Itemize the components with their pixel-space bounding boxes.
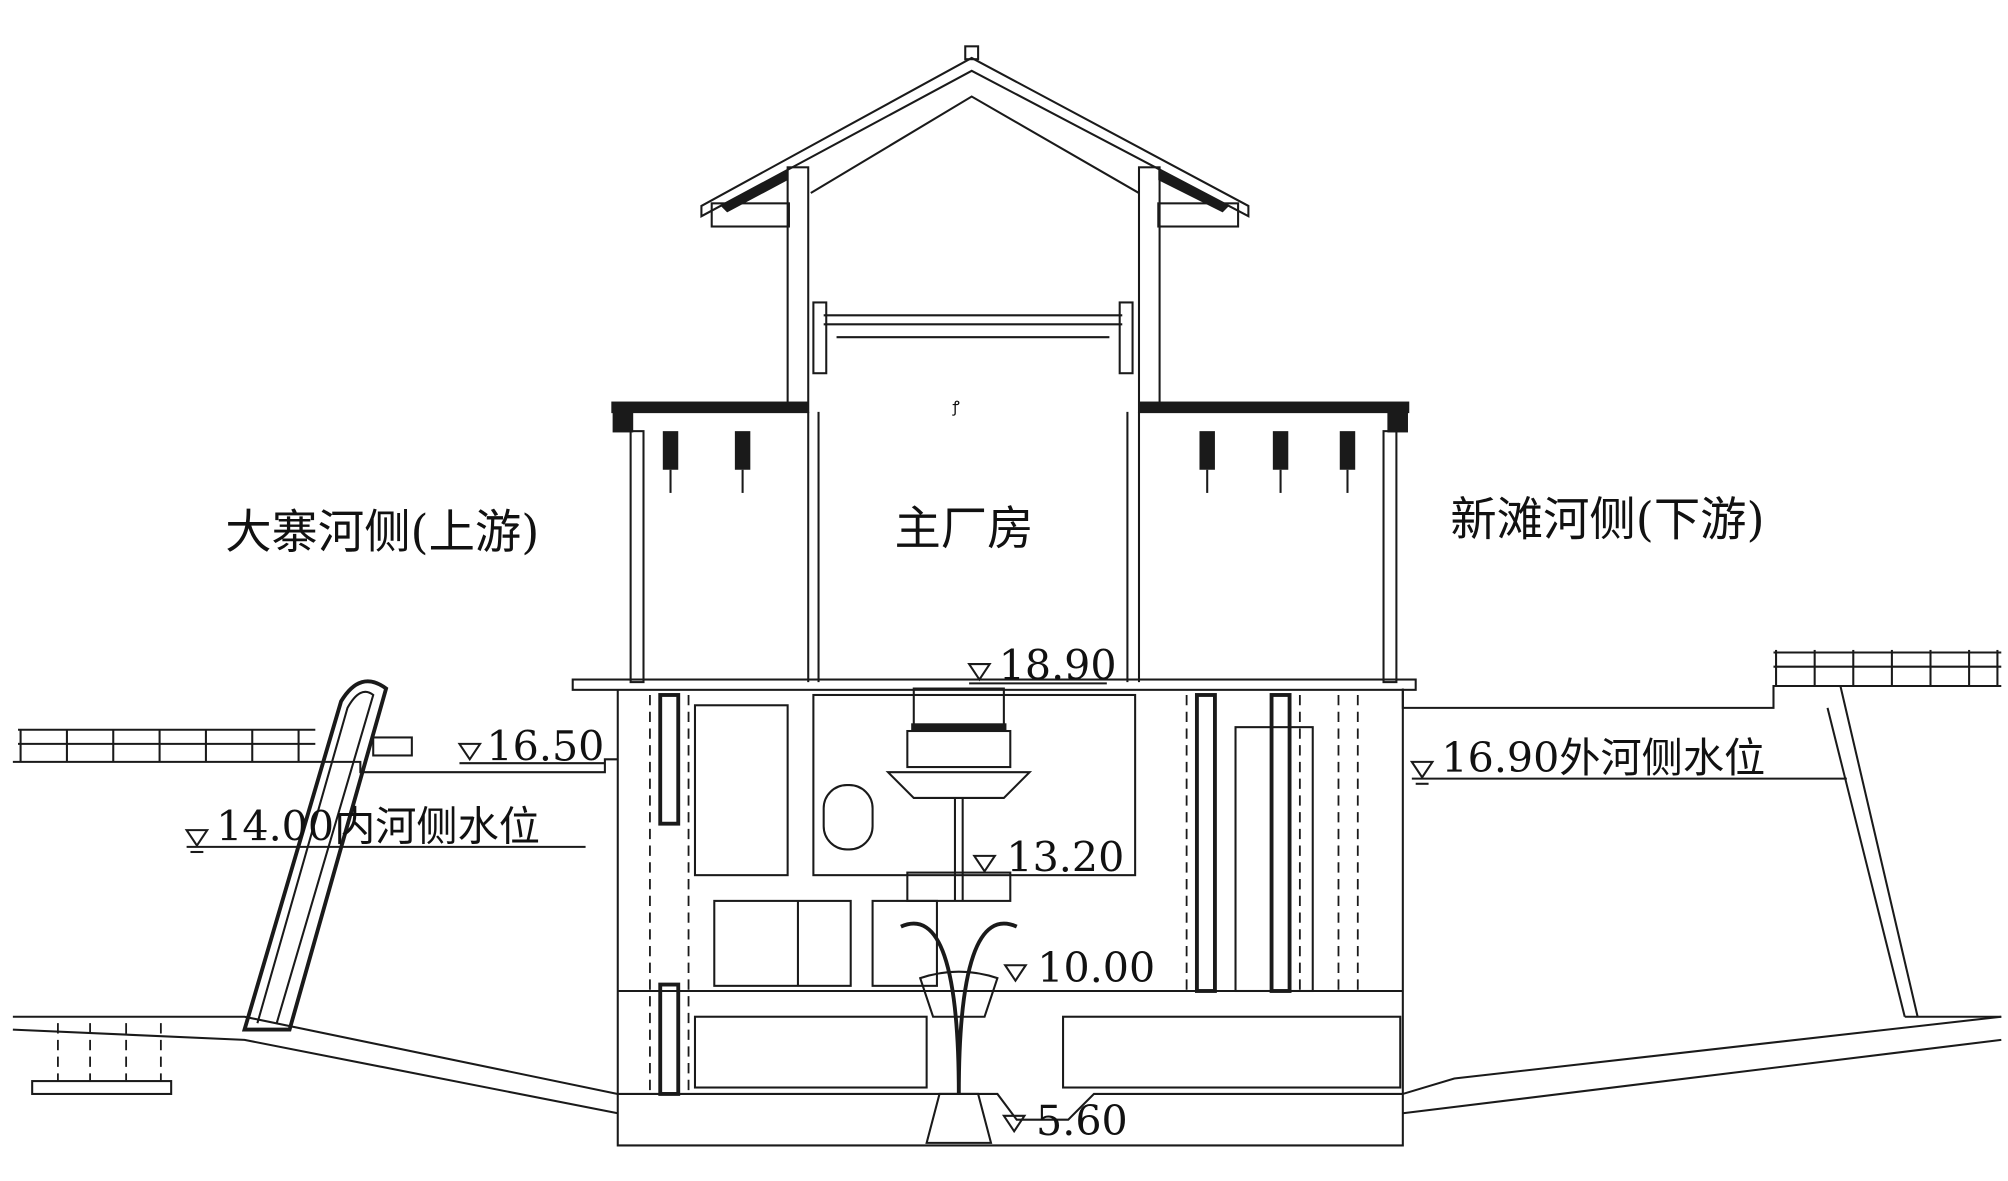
- upstream-label: 大寨河侧(上游): [225, 505, 539, 559]
- pump-unit: [885, 687, 1033, 1144]
- elevation-left-deck: 16.50: [486, 723, 604, 771]
- water-level-markers: [184, 663, 1847, 1134]
- elevation-outer-water: 16.90外河侧水位: [1441, 734, 1765, 782]
- upper-walls: ꝭ: [786, 166, 1161, 416]
- svg-text:ꝭ: ꝭ: [951, 398, 960, 416]
- main-building-label: 主厂房: [894, 501, 1033, 555]
- gate-hoists: [662, 431, 1356, 493]
- elevation-impeller: 10.00: [1037, 944, 1155, 992]
- elevation-pump-floor: 13.20: [1006, 833, 1124, 881]
- upstream-embankment: [12, 679, 618, 1115]
- downstream-embankment: [1401, 649, 2002, 1115]
- substructure: [571, 678, 1417, 1147]
- downstream-label: 新滩河侧(下游): [1450, 492, 1764, 546]
- main-roof: [700, 45, 1250, 228]
- elevation-bottom: 5.60: [1036, 1097, 1128, 1145]
- elevation-floor: 18.90: [999, 642, 1117, 690]
- elevation-inner-water: 14.00内河侧水位: [216, 802, 540, 850]
- hall-walls: [629, 411, 1398, 684]
- side-roofs: [611, 401, 1410, 433]
